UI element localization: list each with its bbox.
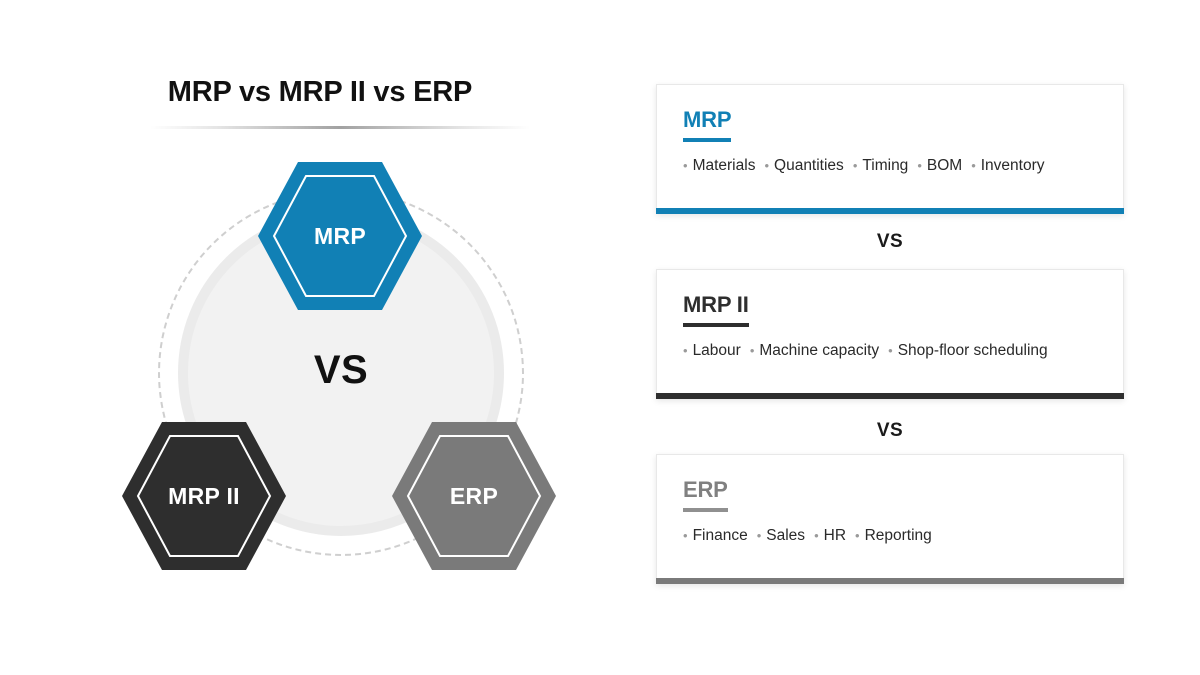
list-item-label: Shop-floor scheduling xyxy=(897,342,1048,359)
list-item-label: HR xyxy=(823,527,847,544)
diagram-center-vs-label: VS xyxy=(313,348,369,392)
list-item: • Quantities xyxy=(755,157,843,174)
list-item-label: Quantities xyxy=(774,157,844,174)
list-item: • Finance xyxy=(683,527,748,544)
hexagon-shape-icon xyxy=(258,162,422,310)
list-item-label: Finance xyxy=(692,527,748,544)
bullet-icon: • xyxy=(683,158,688,173)
bullet-icon: • xyxy=(683,528,688,543)
list-item-label: BOM xyxy=(926,157,963,174)
hex-node-mrp[interactable]: MRP xyxy=(256,160,424,312)
list-item: • Timing xyxy=(844,157,909,174)
list-item-label: Materials xyxy=(692,157,756,174)
comparison-card-erp-accent-bar xyxy=(656,578,1124,584)
vs-separator-1: VS xyxy=(876,231,904,252)
hex-node-mrp2[interactable]: MRP II xyxy=(120,420,288,572)
list-item: • BOM xyxy=(908,157,962,174)
page-title: MRP vs MRP II vs ERP xyxy=(167,76,473,108)
venn-hex-diagram: VS MRP MRP II xyxy=(120,162,560,610)
list-item-label: Sales xyxy=(766,527,806,544)
list-item-label: Timing xyxy=(862,157,909,174)
list-item-label: Machine capacity xyxy=(759,342,880,359)
list-item-label: Reporting xyxy=(864,527,932,544)
comparison-card-erp-items: • Finance • Sales • HR • Reporting xyxy=(683,526,1097,546)
list-item: • Sales xyxy=(748,527,805,544)
comparison-card-erp[interactable]: ERP • Finance • Sales • HR • Reporting xyxy=(656,454,1124,584)
comparison-card-mrp2-items: • Labour • Machine capacity • Shop-floor sche… xyxy=(683,341,1097,361)
list-item: • Labour xyxy=(683,342,741,359)
bullet-icon: • xyxy=(888,343,893,358)
diagram-panel: MRP vs MRP II vs ERP VS MRP MRP I xyxy=(120,76,560,610)
comparison-card-mrp2[interactable]: MRP II • Labour • Machine capacity • Shop-flo… xyxy=(656,269,1124,399)
list-item: • Inventory xyxy=(962,157,1044,174)
hex-node-erp[interactable]: ERP xyxy=(390,420,558,572)
list-item-label: Inventory xyxy=(980,157,1045,174)
list-item-label: Labour xyxy=(692,342,741,359)
comparison-card-erp-heading: ERP xyxy=(683,477,728,512)
bullet-icon: • xyxy=(764,158,770,173)
comparison-card-mrp-items: • Materials • Quantities • Timing • BOM • Invento… xyxy=(683,156,1097,176)
comparison-card-mrp-heading: MRP xyxy=(683,107,731,142)
comparison-card-mrp2-heading: MRP II xyxy=(683,292,749,327)
bullet-icon: • xyxy=(683,343,688,358)
bullet-icon: • xyxy=(852,158,858,173)
list-item: • Shop-floor scheduling xyxy=(879,342,1048,359)
vs-separator-2: VS xyxy=(876,420,904,441)
bullet-icon: • xyxy=(917,158,922,173)
bullet-icon: • xyxy=(756,528,762,543)
list-item: • HR xyxy=(805,527,846,544)
title-divider xyxy=(150,126,530,129)
hexagon-shape-icon xyxy=(122,422,286,570)
bullet-icon: • xyxy=(971,158,976,173)
list-item: • Machine capacity xyxy=(741,342,879,359)
comparison-cards-panel: MRP • Materials • Quantities • Timing • BOM • Inv… xyxy=(656,0,1136,675)
comparison-card-mrp-accent-bar xyxy=(656,208,1124,214)
bullet-icon: • xyxy=(855,528,860,543)
comparison-card-mrp2-accent-bar xyxy=(656,393,1124,399)
list-item: • Materials xyxy=(683,157,755,174)
hexagon-shape-icon xyxy=(392,422,556,570)
list-item: • Reporting xyxy=(846,527,932,544)
comparison-card-mrp[interactable]: MRP • Materials • Quantities • Timing • BOM • Inv… xyxy=(656,84,1124,214)
bullet-icon: • xyxy=(749,343,755,358)
bullet-icon: • xyxy=(814,528,819,543)
